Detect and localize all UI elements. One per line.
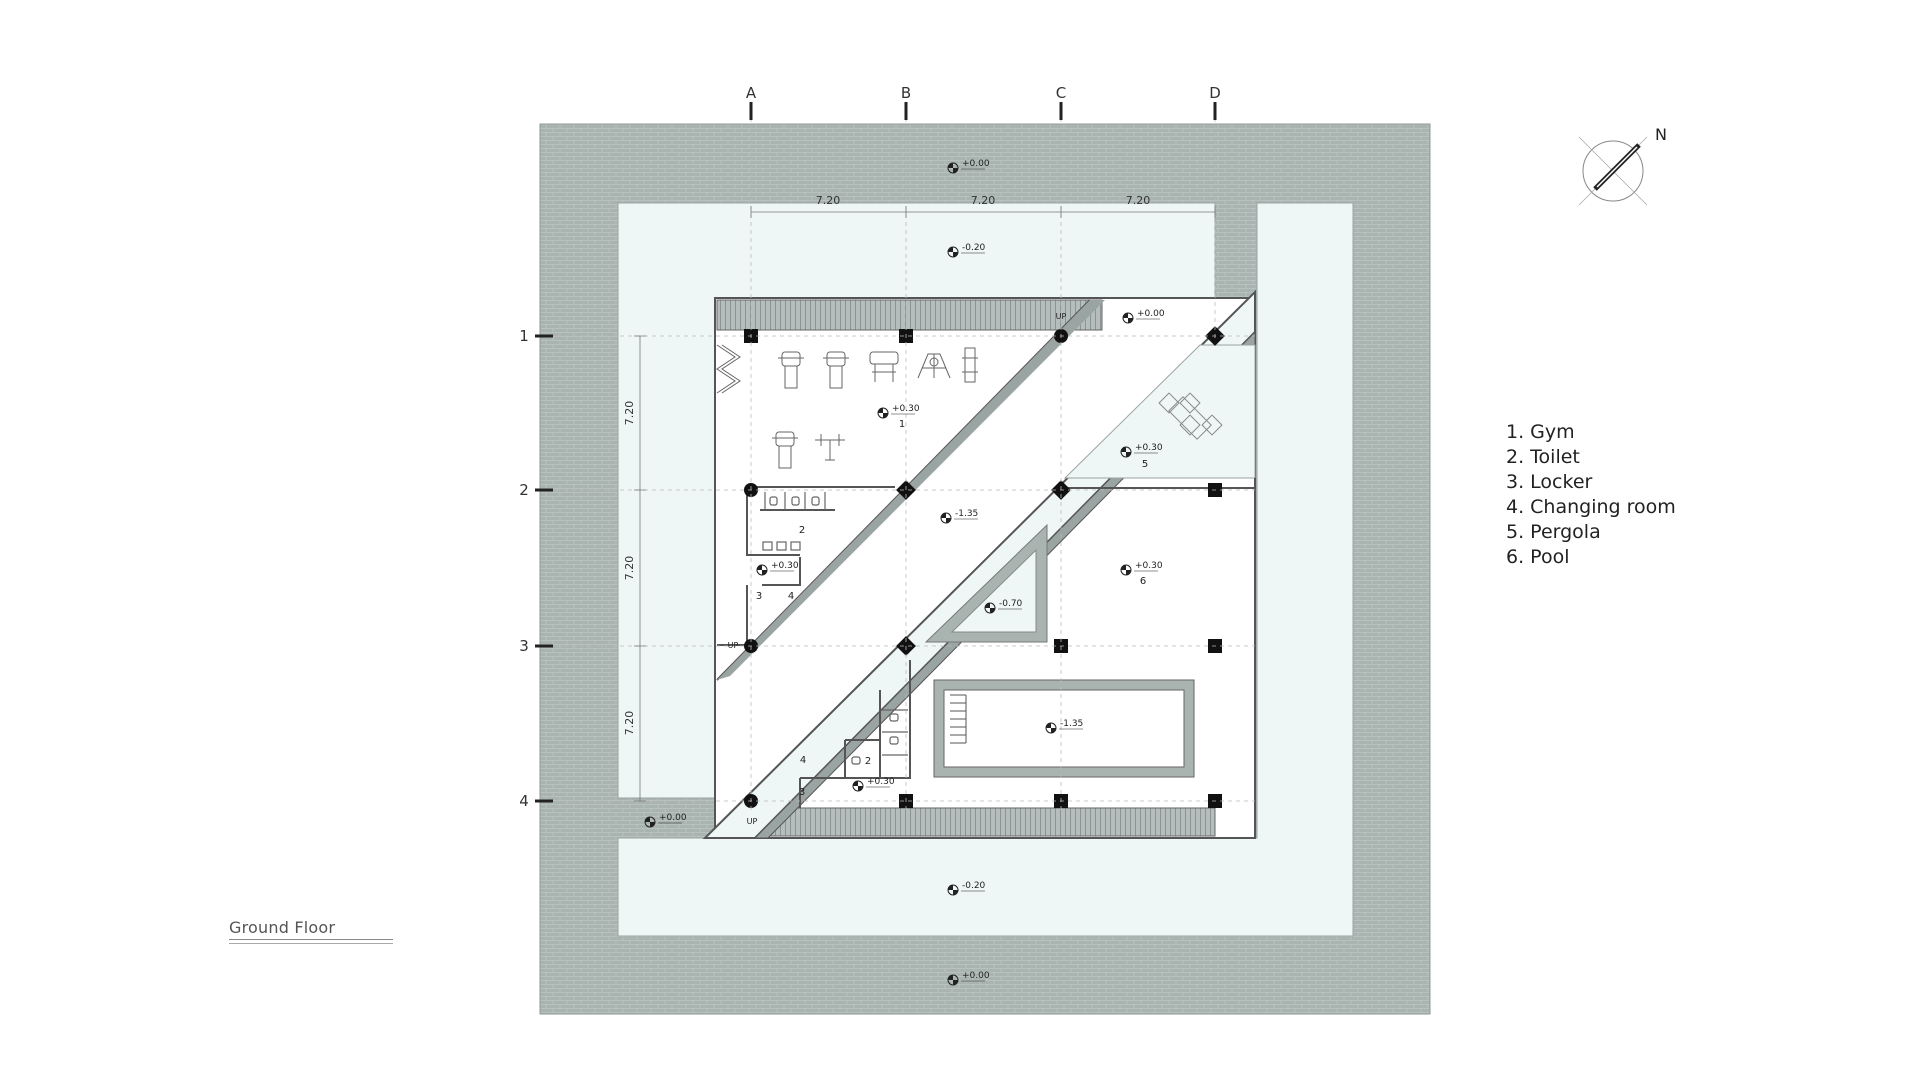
level-marker-left-entry: +0.00 [644, 813, 687, 828]
dim-3-4: 7.20 [623, 711, 636, 736]
level-marker-bottom-path: -0.20 [947, 881, 986, 896]
legend-item-pool: 6. Pool [1506, 546, 1570, 568]
pool-hall-east-wall [1060, 478, 1256, 838]
grid-row-4: 4 [519, 792, 529, 810]
stair-labels: UP UP UP [728, 312, 1067, 826]
level-value: -1.35 [955, 509, 978, 519]
drawing-title-block: Ground Floor [229, 918, 393, 944]
level-value: +0.30 [892, 404, 920, 414]
level-marker-pool: -1.35 [1045, 719, 1083, 734]
level-marker-gym: +0.30 [877, 404, 920, 419]
level-marker-top-outer: +0.00 [947, 159, 990, 174]
grid-col-A: A [746, 84, 757, 102]
stair-label-bottom: UP [747, 817, 758, 826]
level-value: +0.00 [962, 159, 990, 169]
horizontal-dimensions: 7.20 7.20 7.20 [816, 194, 1151, 207]
pergola-seating [1158, 392, 1223, 440]
dim-c-d: 7.20 [1126, 194, 1151, 207]
room-number-pergola: 5 [1142, 459, 1148, 470]
grid-col-C: C [1056, 84, 1066, 102]
level-marker-lower-area: +0.30 [852, 777, 895, 792]
top-stair-band [716, 299, 1103, 331]
level-value: +0.30 [771, 561, 799, 571]
level-value: +0.00 [659, 813, 687, 823]
dim-2-3: 7.20 [623, 556, 636, 581]
lower-service-rooms [799, 660, 911, 808]
legend-item-locker: 3. Locker [1506, 471, 1593, 493]
level-marker-pool-hall: +0.30 [1120, 561, 1163, 576]
room-number-gym: 1 [899, 419, 905, 430]
right-walkway [617, 202, 1354, 937]
legend-item-gym: 1. Gym [1506, 421, 1575, 443]
level-markers: +0.00 -0.20 +0.00 +0.30 +0.30 -1.35 +0.30 +0.30… [644, 159, 1165, 986]
level-marker-locker-area: +0.30 [756, 561, 799, 576]
level-value: -0.70 [999, 599, 1023, 609]
level-value: +0.00 [962, 971, 990, 981]
lower-toilet-cubicles [851, 709, 908, 765]
room-legend: 1. Gym 2. Toilet 3. Locker 4. Changing r… [1506, 420, 1676, 570]
grid-row-2: 2 [519, 481, 529, 499]
stair-label-top: UP [1056, 312, 1067, 321]
north-label: N [1655, 125, 1667, 144]
level-value: +0.30 [1135, 561, 1163, 571]
bottom-stair-band [759, 807, 1216, 837]
level-marker-pond: -0.70 [984, 599, 1023, 614]
room-number-lower-changing: 4 [800, 755, 806, 766]
legend-item-changing-room: 4. Changing room [1506, 496, 1676, 518]
grid-row-3: 3 [519, 637, 529, 655]
grid-row-1: 1 [519, 327, 529, 345]
level-value: +0.30 [867, 777, 895, 787]
dim-b-c: 7.20 [971, 194, 996, 207]
level-value: -1.35 [1060, 719, 1083, 729]
level-marker-ramp: -1.35 [940, 509, 978, 524]
pond-inner [950, 548, 1037, 633]
grid-lines [540, 118, 1255, 810]
room-number-changing: 4 [788, 591, 794, 602]
title-underline [229, 939, 393, 940]
dim-a-b: 7.20 [816, 194, 841, 207]
drawing-title: Ground Floor [229, 918, 336, 937]
grid-ticks [535, 102, 1217, 803]
grid-row-labels: 1 2 3 4 [519, 327, 529, 810]
left-wall-mullions [716, 344, 741, 394]
room-number-lower-toilet: 2 [865, 756, 871, 767]
room-number-lower-locker: 3 [799, 787, 805, 798]
level-marker-top-right: +0.00 [1122, 309, 1165, 324]
toilet-cubicles [762, 492, 826, 551]
room-number-toilet: 2 [799, 525, 805, 536]
level-value: -0.20 [962, 881, 986, 891]
level-value: -0.20 [962, 243, 986, 253]
pool-basin [943, 689, 1185, 768]
room-number-locker: 3 [756, 591, 762, 602]
level-marker-pergola: +0.30 [1120, 443, 1163, 458]
room-numbers: 1 5 2 3 4 6 4 2 3 [756, 419, 1148, 798]
vertical-dimensions: 7.20 7.20 7.20 [623, 401, 636, 736]
grid-col-D: D [1209, 84, 1221, 102]
grid-column-labels: A B C D [746, 84, 1221, 102]
legend-item-pergola: 5. Pergola [1506, 521, 1601, 543]
dim-1-2: 7.20 [623, 401, 636, 426]
gym-equipment [772, 347, 978, 469]
dimension-lines [634, 206, 1216, 802]
grid-col-B: B [901, 84, 911, 102]
level-marker-bottom-outer: +0.00 [947, 971, 990, 986]
legend-item-toilet: 2. Toilet [1506, 446, 1580, 468]
stair-label-left: UP [728, 641, 739, 650]
level-value: +0.00 [1137, 309, 1165, 319]
north-arrow: N [1578, 125, 1667, 206]
level-marker-top-path: -0.20 [947, 243, 986, 258]
title-underline-secondary [229, 943, 393, 944]
level-value: +0.30 [1135, 443, 1163, 453]
pool-steps [950, 694, 967, 744]
room-number-pool-hall: 6 [1140, 576, 1146, 587]
